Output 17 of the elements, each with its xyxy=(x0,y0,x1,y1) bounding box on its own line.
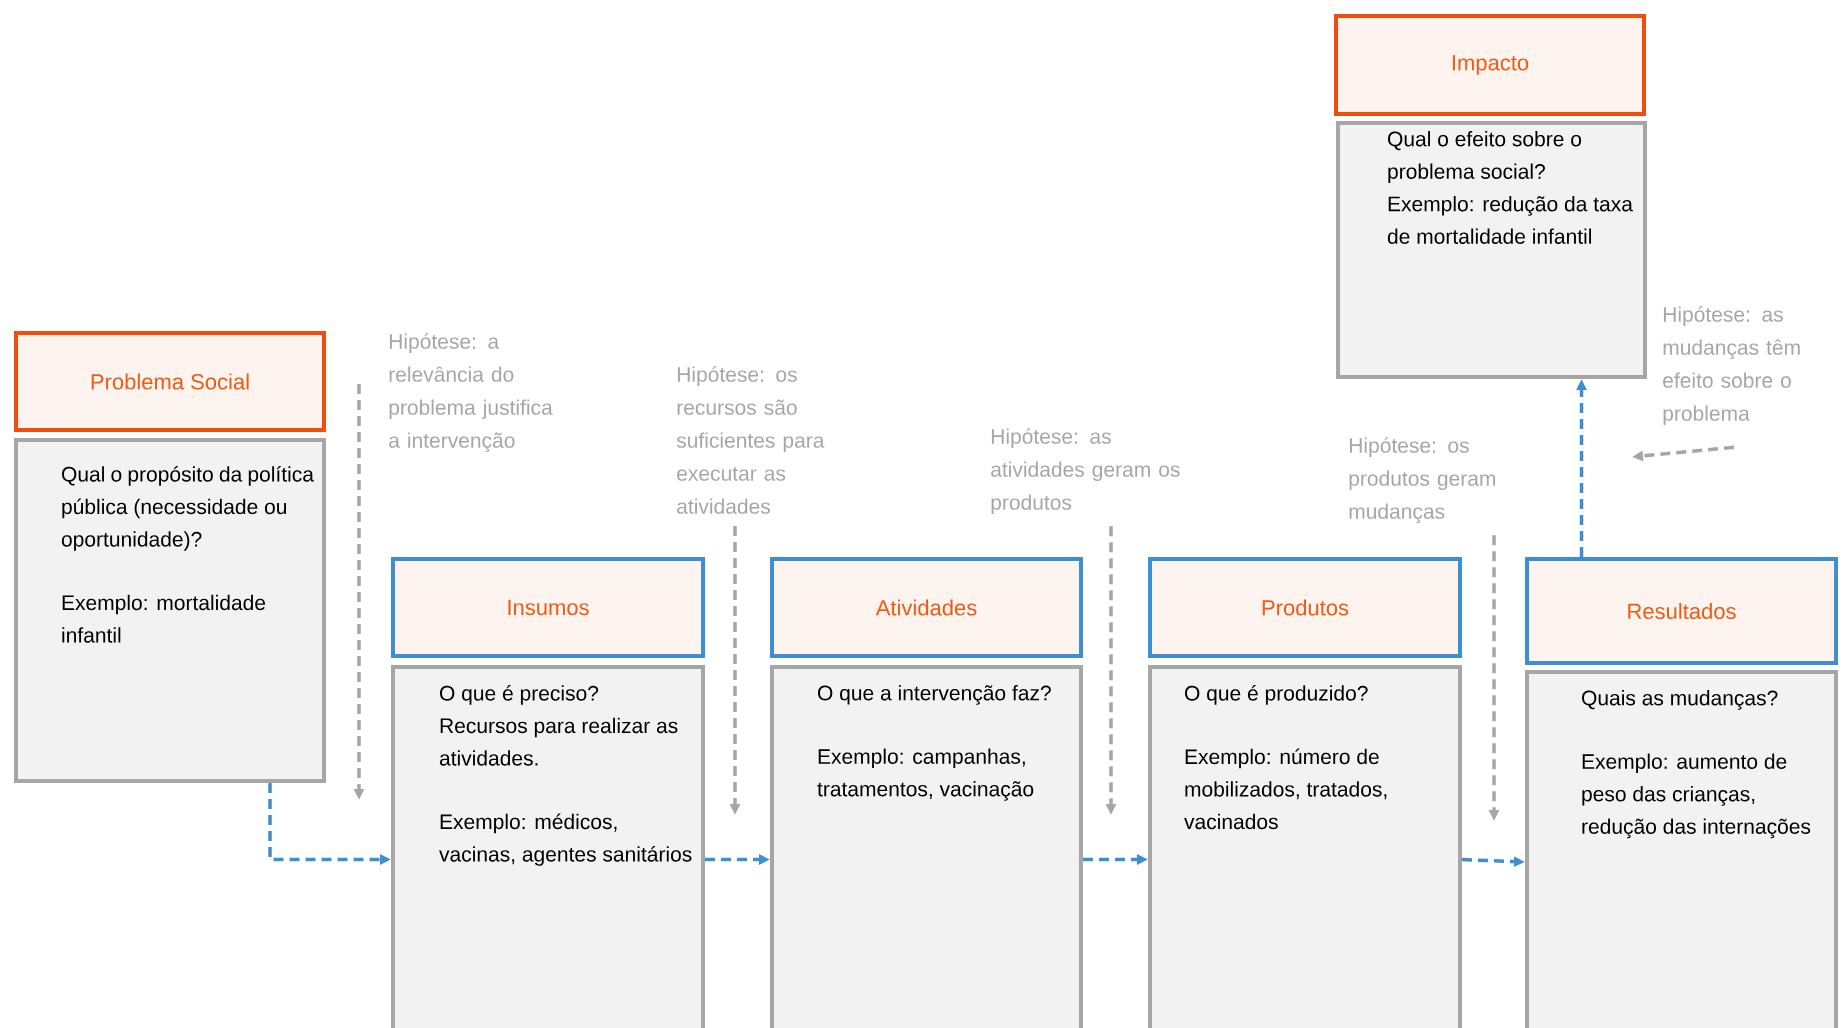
text-box: O que é produzido? Exemplo: número de mobilizados, tratados, vacinados xyxy=(1148,665,1462,1028)
header-box: Insumos xyxy=(391,557,705,658)
hypothesis-text: Hipótese: as atividades geram os produtos xyxy=(991,428,1180,515)
header-box: Problema Social xyxy=(14,331,326,432)
text-box: O que a intervenção faz? Exemplo: campanhas, tratamentos, vacinação xyxy=(770,665,1083,1028)
header-box: Atividades xyxy=(770,557,1083,658)
text-box: Qual o efeito sobre o problema social? Exemplo: redução da taxa de mortalidade infantil xyxy=(1336,121,1647,379)
header-box: Resultados xyxy=(1525,557,1839,665)
text-box: Qual o propósito da política pública (necessidade ou oportunidade)? Exemplo: mortalidade infantil xyxy=(14,438,326,783)
hypothesis-text: Hipótese: as mudanças têm efeito sobre o problema xyxy=(1663,306,1800,426)
hypothesis-text: Hipótese: a relevância do problema justifica a intervenção xyxy=(389,333,553,453)
text-box: O que é preciso? Recursos para realizar as atividades. Exemplo: médicos, vacinas, agentes sanitários xyxy=(391,665,705,1028)
text-box: Quais as mudanças? Exemplo: aumento de peso das crianças, redução das internações xyxy=(1525,670,1839,1028)
header-box: Produtos xyxy=(1148,557,1462,658)
header-box: Impacto xyxy=(1334,14,1646,116)
hypothesis-text: Hipótese: os recursos são suficientes para executar as atividades xyxy=(676,366,825,514)
hypothesis-text: Hipótese: os produtos geram mudanças xyxy=(1349,437,1496,524)
